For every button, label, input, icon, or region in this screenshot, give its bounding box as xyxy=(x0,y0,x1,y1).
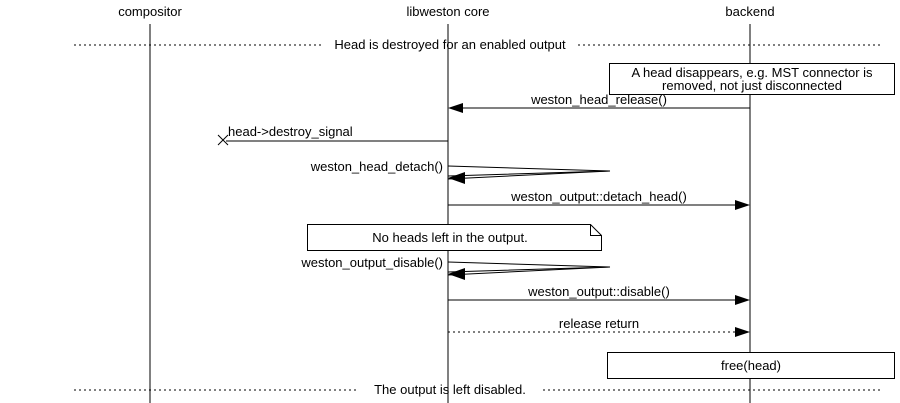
note-free-head-label: free(head) xyxy=(721,358,781,373)
note-no-heads-left-label: No heads left in the output. xyxy=(372,230,527,245)
message-weston-output-disable-return xyxy=(447,266,611,276)
message-weston-head-release: weston_head_release() xyxy=(448,92,750,113)
actor-label-backend: backend xyxy=(725,4,774,19)
note-head-disappears-line-1: A head disappears, e.g. MST connector is xyxy=(631,65,873,80)
message-head-destroy-signal-label: head->destroy_signal xyxy=(228,124,353,139)
message-release-return: release return xyxy=(448,316,750,337)
message-weston-output-detach-head-arrowhead xyxy=(735,200,750,210)
divider-bottom-label: The output is left disabled. xyxy=(374,382,526,397)
message-weston-output-disable-label: weston_output_disable() xyxy=(300,255,443,270)
message-release-return-arrowhead xyxy=(735,327,750,337)
message-weston-head-release-arrowhead xyxy=(448,103,463,113)
message-weston-output-disable-backend-label: weston_output::disable() xyxy=(527,284,670,299)
note-no-heads-left-dogear-icon xyxy=(590,224,602,236)
divider-bottom: The output is left disabled. xyxy=(74,382,880,397)
message-weston-head-detach-arrowhead xyxy=(448,172,465,184)
message-weston-head-detach-return xyxy=(447,170,611,180)
note-no-heads-left-box xyxy=(307,224,602,251)
message-head-destroy-signal: head->destroy_signal xyxy=(217,124,448,146)
actor-headers: compositor libweston core backend xyxy=(118,4,774,19)
message-weston-output-disable-arrowhead xyxy=(448,268,465,280)
actor-label-compositor: compositor xyxy=(118,4,182,19)
note-free-head: free(head) xyxy=(607,352,895,379)
note-head-disappears: A head disappears, e.g. MST connector is… xyxy=(609,63,895,95)
divider-top-label: Head is destroyed for an enabled output xyxy=(334,37,566,52)
actor-label-libweston-core: libweston core xyxy=(406,4,489,19)
message-weston-head-detach-label: weston_head_detach() xyxy=(310,159,443,174)
divider-top: Head is destroyed for an enabled output xyxy=(74,37,880,52)
message-weston-head-release-label: weston_head_release() xyxy=(530,92,667,107)
message-release-return-label: release return xyxy=(559,316,639,331)
note-head-disappears-line-2: removed, not just disconnected xyxy=(662,78,842,93)
message-weston-output-detach-head: weston_output::detach_head() xyxy=(448,189,750,210)
message-weston-output-disable: weston_output_disable() xyxy=(300,255,611,280)
message-weston-output-detach-head-label: weston_output::detach_head() xyxy=(510,189,687,204)
note-no-heads-left: No heads left in the output. xyxy=(307,224,602,251)
message-weston-output-disable-backend-arrowhead xyxy=(735,295,750,305)
note-free-head-box xyxy=(607,352,895,379)
note-head-disappears-box xyxy=(609,63,895,95)
message-head-destroy-signal-x-icon xyxy=(217,134,229,146)
message-weston-output-disable-backend: weston_output::disable() xyxy=(448,284,750,305)
message-weston-head-detach: weston_head_detach() xyxy=(310,159,611,184)
